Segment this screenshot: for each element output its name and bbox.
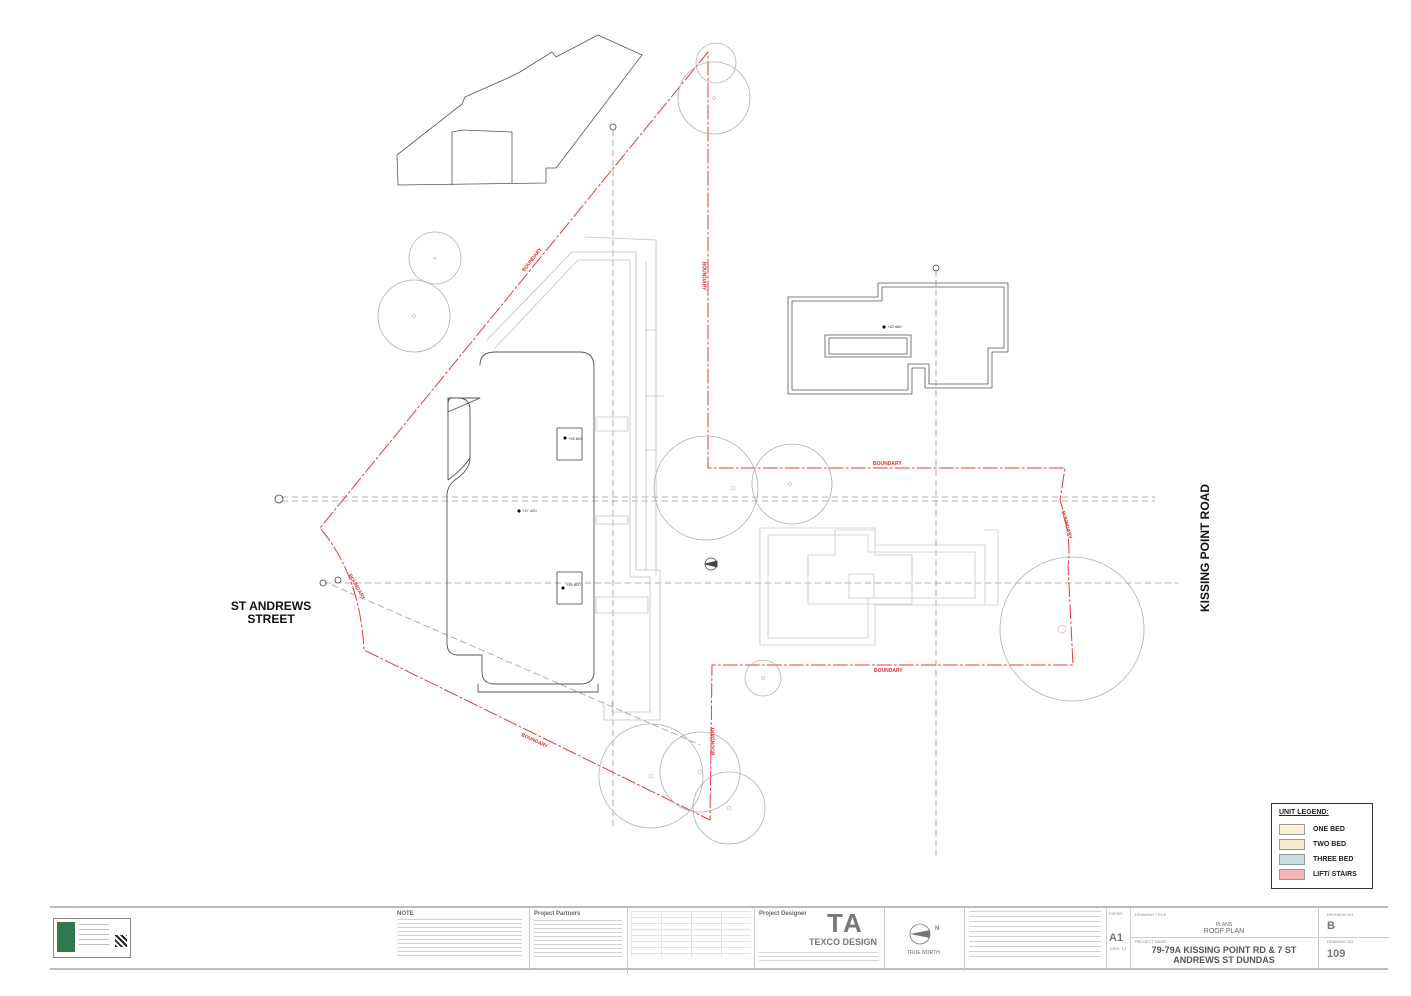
neighbour-building-east (787, 282, 1009, 395)
paper-scale: 1:500, 1:1 (1109, 946, 1127, 951)
designer-heading: Project Designer (759, 911, 807, 917)
partners-block: Project Partners (529, 908, 630, 971)
partners-text-lines (534, 920, 622, 960)
legend-swatch (1279, 854, 1305, 865)
project-name-label: PROJECT NAME (1135, 939, 1167, 944)
drawing-title-label: DRAWING TITLE (1135, 912, 1167, 917)
level-label-2: +47.400 (522, 508, 537, 513)
site-plan-drawing (274, 34, 1179, 861)
drawing-info-block (964, 908, 1109, 971)
boundary-label-n: BOUNDARY (700, 261, 707, 291)
drawing-number-block: REVISION NO B DRAWING NO 109 (1318, 908, 1393, 968)
street-label-st-andrews: ST ANDREWS STREET (226, 600, 316, 626)
paper-block: PAPER A1 1:500, 1:1 (1106, 908, 1131, 971)
legend-swatch (1279, 839, 1305, 850)
true-north-letter: N (935, 926, 940, 932)
drawing-title-block: DRAWING TITLE PLANS ROOF PLAN PROJECT NA… (1130, 908, 1317, 968)
note-text-lines (397, 919, 522, 959)
legend-item-one-bed: ONE BED (1279, 822, 1372, 837)
drawing-title-line-1: PLANS (1215, 922, 1233, 928)
legend-label: TWO BED (1313, 841, 1347, 848)
true-north-block: N TRUE NORTH (884, 908, 963, 968)
lift-cores (556, 427, 583, 605)
drawing-info-lines (969, 911, 1101, 959)
designer-block: Project Designer TA TEXCO DESIGN (754, 908, 887, 971)
legend-label: THREE BED (1313, 856, 1354, 863)
level-label-1: +49.800 (568, 436, 583, 441)
project-name: 79-79A KISSING POINT RD & 7 ST ANDREWS S… (1151, 945, 1297, 965)
paper-size: A1 (1109, 932, 1124, 944)
drawing-number-label: DRAWING NO (1327, 939, 1354, 944)
drawing-number-divider (1319, 937, 1389, 938)
drawing-number-value: 109 (1327, 948, 1346, 960)
paper-label: PAPER (1109, 911, 1123, 916)
boundary-label-s1: BOUNDARY (874, 668, 903, 674)
partners-heading: Project Partners (534, 911, 581, 917)
tree-centres (412, 96, 1067, 811)
road-label-kissing-point: KISSING POINT ROAD (1198, 483, 1212, 612)
designer-name: TEXCO DESIGN (809, 937, 878, 947)
north-arrow-plan-icon (704, 557, 718, 571)
title-block: NOTE Project Partners Project Designer T… (50, 906, 1389, 974)
existing-dwelling (759, 527, 999, 646)
level-markers (517, 325, 886, 590)
boundary-label-e1: BOUNDARY (873, 461, 902, 467)
podium-outline (486, 236, 665, 721)
note-heading: NOTE (397, 911, 414, 917)
designer-contact-lines (759, 952, 879, 962)
revision-table-grid (631, 911, 751, 957)
neighbour-building-north (396, 34, 643, 186)
certificate-badge (53, 918, 131, 958)
legend-item-three-bed: THREE BED (1279, 852, 1372, 867)
revision-value: B (1327, 920, 1335, 932)
boundary-label-s3: BOUNDARY (710, 726, 717, 756)
certificate-logo-icon (57, 922, 75, 952)
legend-label: ONE BED (1313, 826, 1345, 833)
legend-swatch (1279, 869, 1305, 880)
drawing-title-line-2: ROOF PLAN (1203, 928, 1245, 935)
note-block: NOTE (395, 908, 529, 971)
drawing-title-divider (1131, 937, 1317, 938)
unit-legend: UNIT LEGEND: ONE BED TWO BED THREE BED L… (1271, 803, 1373, 889)
revision-label: REVISION NO (1327, 912, 1354, 917)
texco-logo-icon: TA (827, 908, 864, 938)
street-label-line-1: ST ANDREWS (230, 599, 312, 613)
certificate-qr-icon (115, 935, 127, 947)
legend-title: UNIT LEGEND: (1279, 809, 1329, 816)
proposed-building (446, 351, 599, 693)
certificate-text-lines (79, 924, 109, 948)
grid-markers (274, 123, 940, 587)
grid-lines (281, 129, 1179, 861)
level-label-4: +42.480 (887, 324, 902, 329)
legend-item-lift-stairs: LIFT/ STAIRS (1279, 867, 1372, 882)
trees (377, 42, 1145, 845)
true-north-icon (909, 923, 931, 945)
street-label-line-2: STREET (247, 612, 295, 626)
legend-label: LIFT/ STAIRS (1313, 871, 1357, 878)
level-label-3: +49.800 (566, 582, 581, 587)
revision-table (627, 908, 759, 974)
legend-item-two-bed: TWO BED (1279, 837, 1372, 852)
legend-swatch (1279, 824, 1305, 835)
true-north-label: TRUE NORTH (907, 950, 940, 956)
site-boundary (319, 51, 1074, 821)
